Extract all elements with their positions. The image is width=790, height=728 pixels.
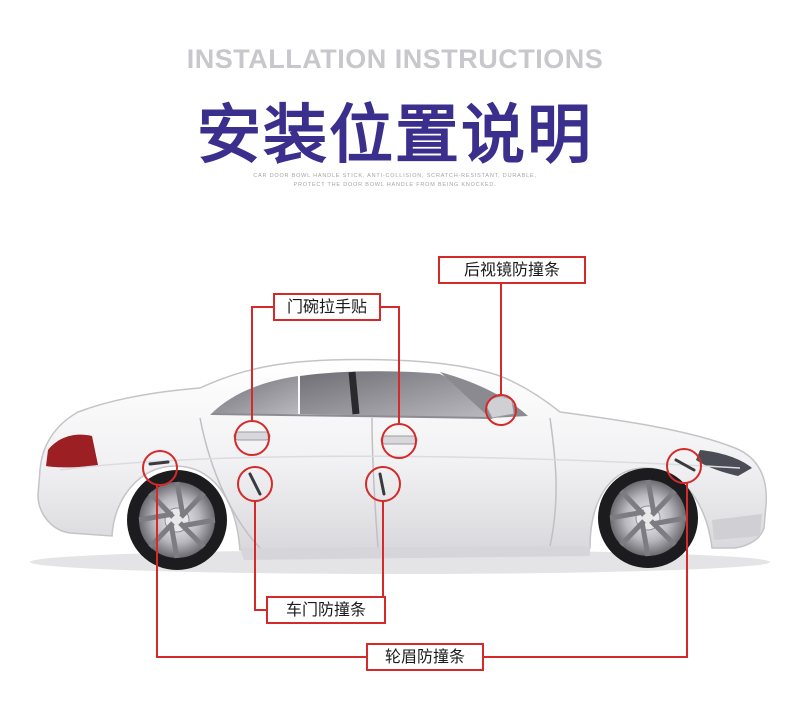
- wheel-leader-line-left: [156, 485, 366, 658]
- rear-handle-highlight-circle: [234, 420, 270, 456]
- front-wheel: [598, 468, 698, 568]
- label-wheel-arch-strip: 轮眉防撞条: [366, 643, 484, 671]
- handle-leader-line-left: [251, 306, 273, 421]
- front-grille: [712, 514, 762, 540]
- door-seam-rear: [199, 417, 263, 551]
- rear-door-strip-mark: [248, 472, 262, 496]
- fine-print-line-2: PROTECT THE DOOR BOWL HANDLE FROM BEING …: [293, 182, 497, 188]
- front-arch-highlight-circle: [666, 448, 702, 484]
- b-pillar: [348, 371, 360, 415]
- front-handle-highlight-circle: [381, 423, 417, 459]
- door-seam-front: [549, 417, 557, 547]
- label-door-handle-sticker: 门碗拉手贴: [273, 293, 381, 321]
- headlight: [696, 450, 752, 476]
- label-mirror-strip: 后视镜防撞条: [438, 256, 586, 284]
- rear-window: [210, 376, 298, 415]
- rear-arch-highlight-circle: [142, 450, 178, 486]
- handle-leader-line-right: [381, 306, 400, 424]
- front-arch-strip-mark: [674, 458, 696, 472]
- front-door-strip-mark: [378, 472, 386, 496]
- door-strip-leader-line-left: [254, 501, 266, 611]
- title-chinese: 安装位置说明: [197, 99, 593, 173]
- body-line: [59, 455, 741, 471]
- label-door-strip: 车门防撞条: [266, 596, 386, 624]
- door-strip-leader-line-right: [382, 501, 386, 611]
- wheel-leader-line-right: [484, 483, 688, 658]
- rear-arch-strip-mark: [148, 460, 170, 466]
- rear-door-handle-shape: [233, 431, 271, 441]
- door-seam-mid: [371, 417, 379, 549]
- fine-print-line-1: CAR DOOR BOWL HANDLE STICK, ANTI-COLLISI…: [253, 173, 537, 179]
- window-trim: [211, 413, 493, 419]
- side-skirt: [240, 546, 590, 560]
- title-english: INSTALLATION INSTRUCTIONS: [186, 44, 604, 74]
- tail-light: [46, 434, 98, 468]
- front-window: [300, 371, 490, 418]
- front-door-handle-shape: [380, 435, 418, 445]
- mirror-highlight-circle: [485, 394, 517, 426]
